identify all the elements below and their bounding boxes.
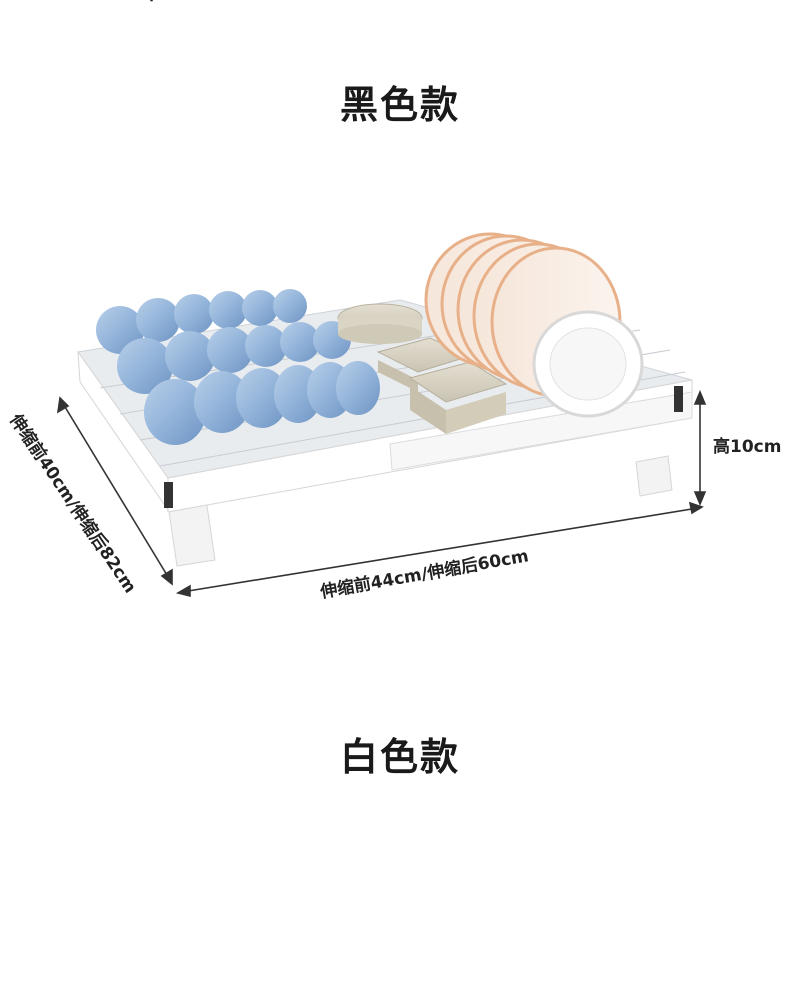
dimension-arrows (56, 389, 707, 598)
section-title-black: 黑色款 (339, 83, 460, 127)
dish-rack-image (56, 232, 707, 598)
height-dimension-label: 高10cm (713, 437, 782, 457)
blue-bowls (96, 289, 380, 445)
top-edge-fragment: / (150, 0, 164, 6)
plates (424, 232, 644, 418)
section-title-white: 白色款 (339, 735, 460, 779)
